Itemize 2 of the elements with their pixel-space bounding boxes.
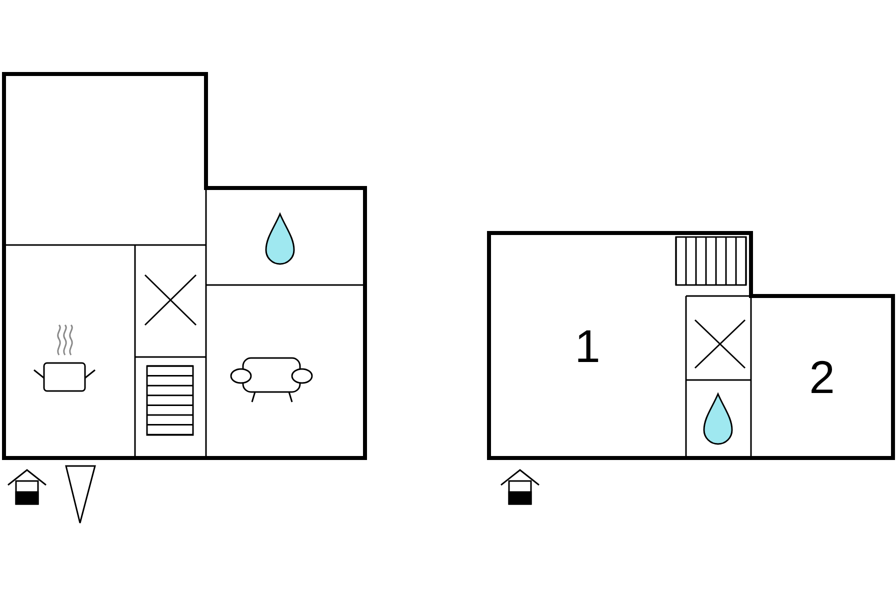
room-number: 2 xyxy=(809,354,835,400)
room-number: 1 xyxy=(574,322,600,368)
